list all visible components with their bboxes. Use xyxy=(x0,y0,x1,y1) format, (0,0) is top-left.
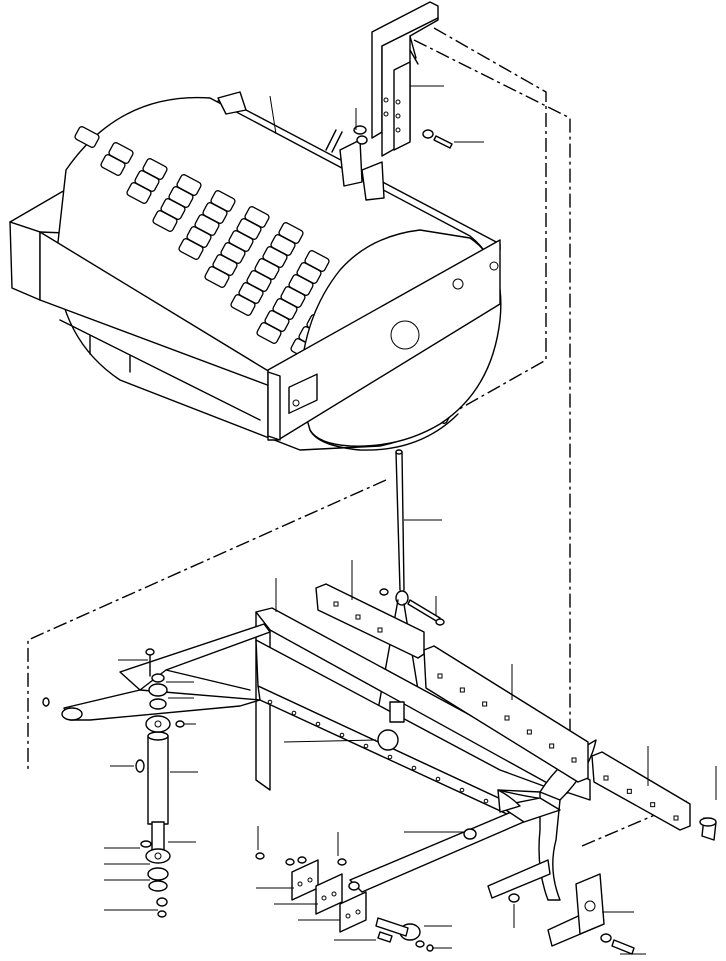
edge-hole xyxy=(571,757,577,763)
edge-hole xyxy=(437,673,443,679)
drum-pad xyxy=(178,238,204,260)
edge-hole xyxy=(482,701,488,707)
dozer-blade xyxy=(61,607,597,901)
control-rod xyxy=(377,449,445,711)
padfoot-drum xyxy=(9,91,502,451)
edge-hole xyxy=(526,729,532,735)
edge-hole xyxy=(650,802,656,808)
edge-hole xyxy=(377,627,383,633)
blade-hole xyxy=(315,721,321,727)
edge-hole xyxy=(459,687,465,693)
edge-hole xyxy=(626,788,632,794)
drum-pad xyxy=(230,294,256,316)
blade-hole xyxy=(291,710,297,716)
drum-pad xyxy=(100,154,126,176)
drum-pad xyxy=(74,126,100,148)
blade-hole xyxy=(435,776,441,782)
hydraulic-cylinder xyxy=(42,648,185,918)
edge-hole xyxy=(603,775,609,781)
edge-hole xyxy=(549,743,555,749)
blade-hole xyxy=(267,699,273,705)
drum-pad xyxy=(256,322,282,344)
blade-hole xyxy=(387,754,393,760)
drum-pad xyxy=(204,266,230,288)
blade-holes xyxy=(267,699,513,815)
mounting-bracket-upper xyxy=(353,1,453,157)
callout-leaders xyxy=(104,85,717,955)
cutting-edges xyxy=(315,583,717,841)
edge-holes xyxy=(333,601,679,821)
callout-leader xyxy=(283,739,377,743)
end-bracket xyxy=(547,873,635,955)
blade-hole xyxy=(411,765,417,771)
edge-hole xyxy=(333,601,339,607)
drum-pad xyxy=(126,182,152,204)
blade-hole xyxy=(459,787,465,793)
blade-hole xyxy=(363,743,369,749)
blade-hole xyxy=(339,732,345,738)
drum-pad xyxy=(152,210,178,232)
linkage-plates xyxy=(255,701,520,952)
edge-hole xyxy=(504,715,510,721)
edge-hole xyxy=(355,614,361,620)
blade-hole xyxy=(483,798,489,804)
edge-hole xyxy=(673,815,679,821)
callout-leader xyxy=(269,95,277,135)
